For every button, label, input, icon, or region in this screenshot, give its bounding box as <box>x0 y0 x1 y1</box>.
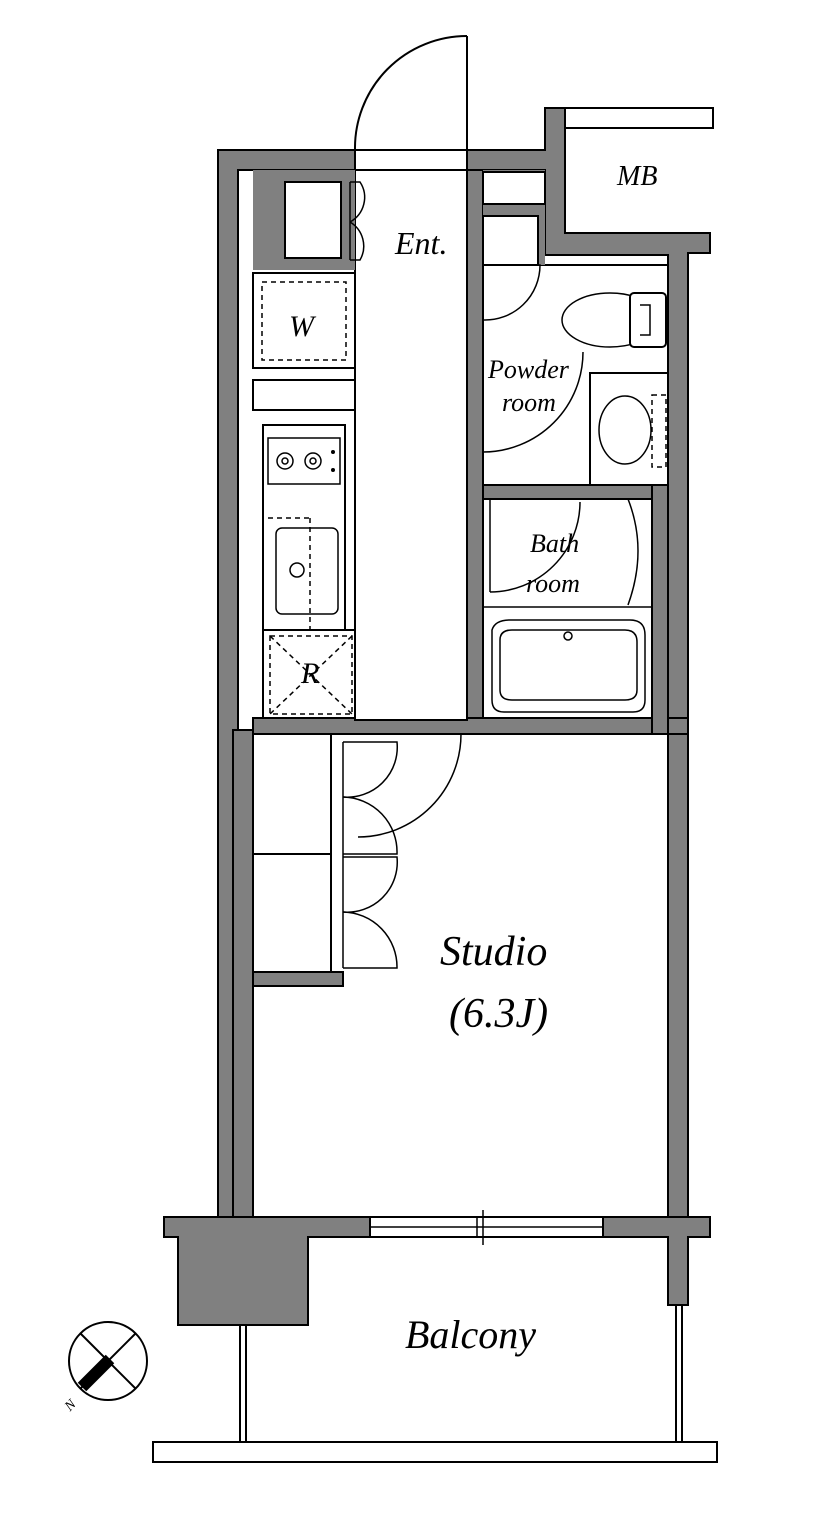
label-entrance: Ent. <box>394 225 447 261</box>
label-bath-room-2: room <box>526 569 580 598</box>
closet-door-2[interactable] <box>342 796 398 855</box>
studio-fixtures <box>252 733 462 987</box>
washbasin-icon <box>589 372 669 486</box>
shoe-cabinet-door-top[interactable] <box>349 181 366 223</box>
label-washer: W <box>289 310 317 343</box>
label-studio-size: (6.3J) <box>449 991 548 1037</box>
closet-door-1[interactable] <box>342 741 399 798</box>
wall-left-lower <box>232 729 254 1221</box>
bath-room-door-right <box>627 498 639 606</box>
closet-door-3[interactable] <box>342 856 399 913</box>
wall-powder-bath <box>482 484 669 500</box>
entrance-door-arc <box>353 35 468 151</box>
label-powder-room-2: room <box>502 388 556 417</box>
studio-door-arc <box>357 733 462 838</box>
balcony-area <box>152 1210 718 1463</box>
sink-icon <box>268 517 339 630</box>
closet-door-4[interactable] <box>342 911 398 969</box>
compass-north-icon <box>68 1321 148 1401</box>
kitchen <box>262 424 356 719</box>
wall-bottom-right <box>602 1216 711 1306</box>
wall-bath-right <box>651 484 669 735</box>
corridor <box>354 169 468 721</box>
bathtub-icon <box>491 619 646 713</box>
shoe-cabinet-door-bottom[interactable] <box>349 221 365 261</box>
balcony-rail-right <box>675 1304 683 1443</box>
toilet-icon <box>561 292 667 348</box>
label-studio: Studio <box>440 929 547 975</box>
closet-upper <box>252 733 332 855</box>
shelf <box>252 379 356 411</box>
entrance-area <box>284 35 468 261</box>
wall-closet-bottom <box>252 971 344 987</box>
powder-room-upper-door[interactable] <box>482 264 541 321</box>
shoe-cabinet <box>284 181 342 259</box>
washer-space <box>252 272 356 369</box>
meter-box-rail <box>564 107 714 129</box>
balcony-rail-left <box>239 1324 247 1443</box>
bath-room-fixtures <box>483 498 652 713</box>
label-refrigerator: R <box>300 657 319 690</box>
label-balcony: Balcony <box>405 1312 536 1357</box>
pipe-space-2 <box>482 215 539 266</box>
wall-corridor-right <box>466 169 484 731</box>
label-bath-room-1: Bath <box>530 529 579 558</box>
bath-room-door-arc <box>489 501 581 593</box>
wall-bottom <box>163 1216 371 1326</box>
two-burner-stove-icon <box>267 437 341 485</box>
refrigerator <box>262 629 356 719</box>
wall-studio-top <box>252 717 689 735</box>
label-meter-box: MB <box>616 161 657 192</box>
bath-room <box>482 498 653 719</box>
washer-area <box>252 272 356 411</box>
balcony-ledge <box>152 1441 718 1463</box>
label-powder-room-1: Powder <box>487 355 570 384</box>
label-north: N <box>62 1397 80 1415</box>
powder-room-fixtures <box>482 170 669 486</box>
pipe-space <box>482 171 546 205</box>
powder-room-door-arc <box>482 351 584 453</box>
closet-lower <box>252 853 332 973</box>
